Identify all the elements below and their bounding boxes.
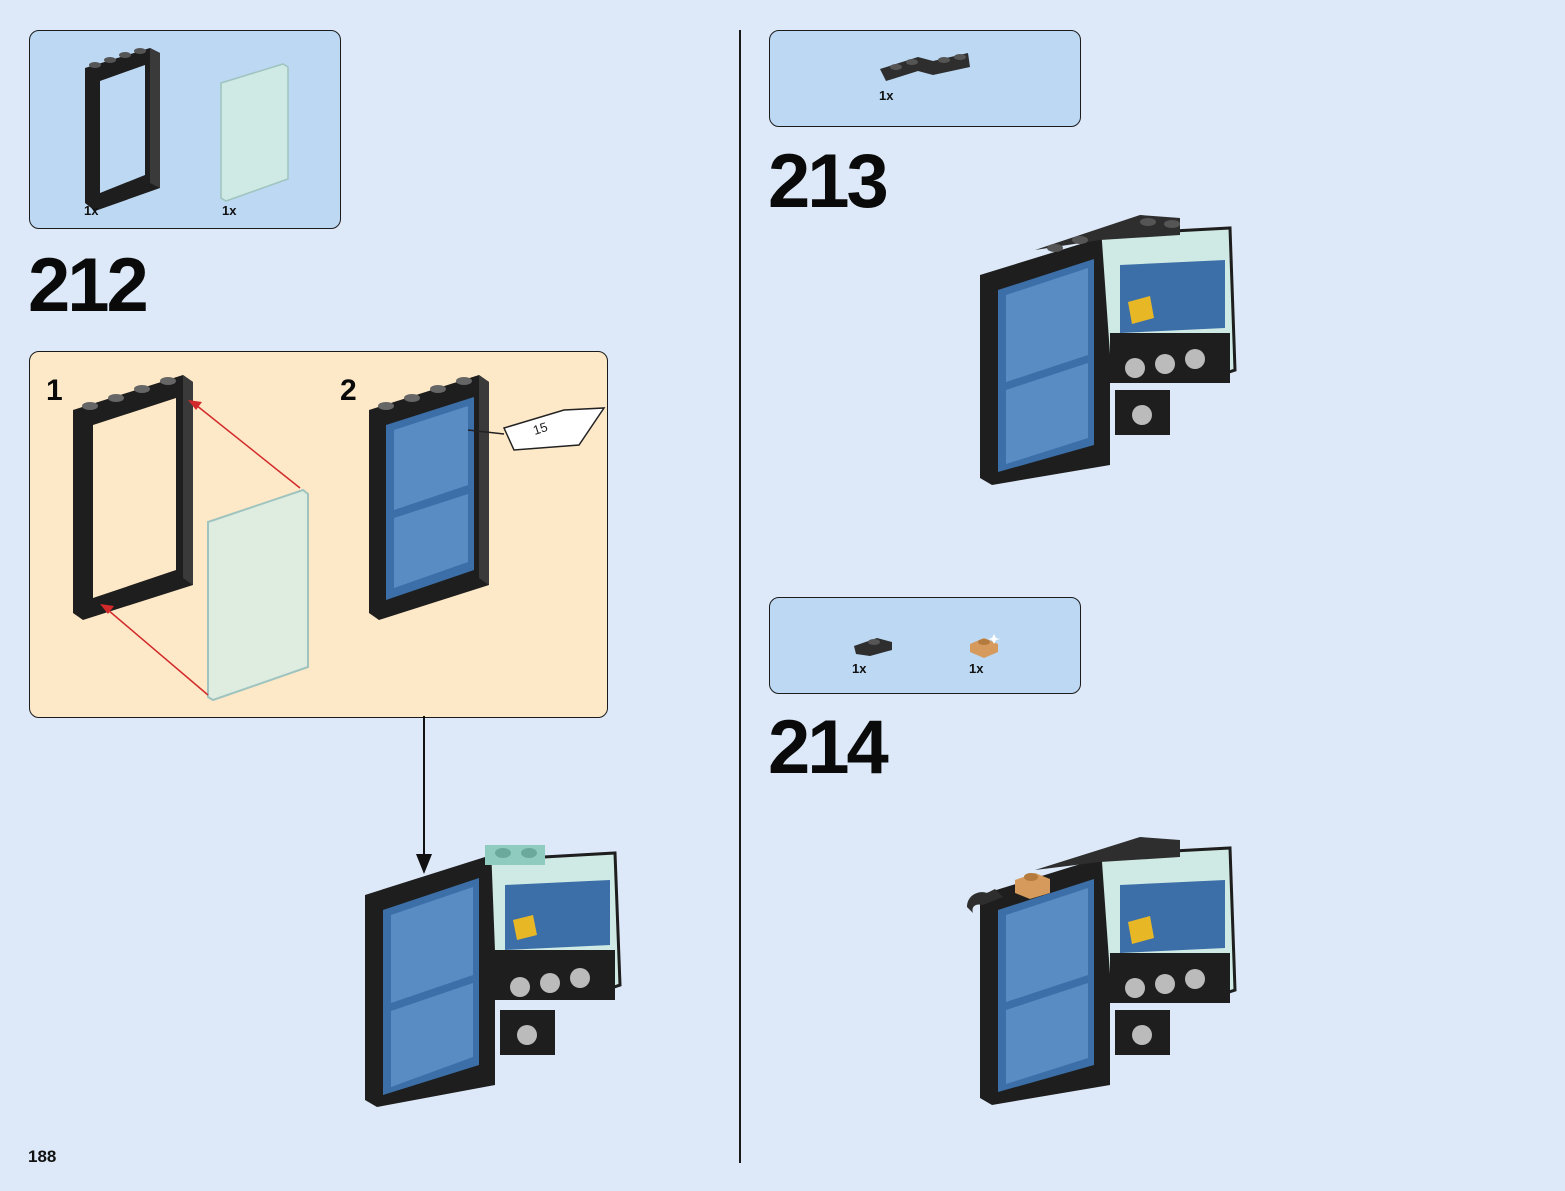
substep-1-illustration xyxy=(73,375,309,702)
black-window-frame-icon xyxy=(85,48,160,211)
trans-clear-glass-panel-icon xyxy=(220,63,289,202)
substep-callout: 1 2 15 xyxy=(29,351,608,718)
page-number: 188 xyxy=(28,1147,57,1166)
part-qty: 1x xyxy=(852,661,867,676)
step-212-parts-box: 1x 1x xyxy=(29,30,341,229)
part-qty: 1x xyxy=(879,88,894,103)
tan-plate-1x1-icon xyxy=(970,634,1000,658)
substep-number: 1 xyxy=(46,374,63,407)
column-divider xyxy=(739,30,741,1163)
step-number: 213 xyxy=(768,139,889,224)
step-number: 212 xyxy=(28,243,149,328)
step-214-parts-box: 1x 1x xyxy=(769,597,1081,694)
black-clip-plate-icon xyxy=(854,638,892,656)
part-qty: 1x xyxy=(222,203,237,218)
substep-2-illustration xyxy=(369,375,606,620)
step-212-model-illustration xyxy=(365,845,622,1107)
arrow-to-model xyxy=(416,716,432,874)
substep-number: 2 xyxy=(340,374,357,407)
step-213-model-illustration xyxy=(980,215,1237,485)
step-213-parts-box: 1x xyxy=(769,30,1081,127)
part-qty: 1x xyxy=(84,203,99,218)
step-214-model-illustration xyxy=(967,837,1237,1105)
black-hinge-plate-icon xyxy=(880,53,970,81)
step-number: 214 xyxy=(768,705,889,790)
part-qty: 1x xyxy=(969,661,984,676)
